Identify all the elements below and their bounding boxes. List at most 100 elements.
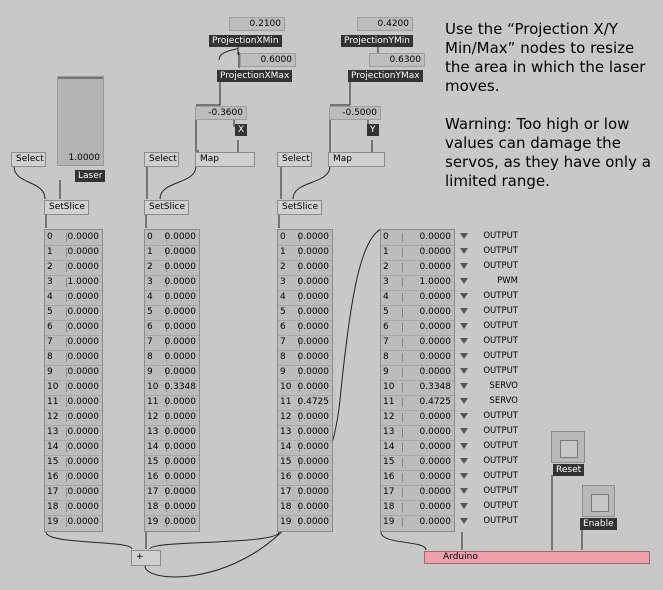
pin-mode-dropdown[interactable]: OUTPUT xyxy=(458,259,522,274)
arduino-node[interactable]: Arduino xyxy=(424,551,650,564)
dropdown-arrow-icon[interactable] xyxy=(460,413,468,419)
pin-mode-dropdown[interactable]: OUTPUT xyxy=(458,454,522,469)
dropdown-arrow-icon[interactable] xyxy=(460,518,468,524)
plus-node[interactable]: + xyxy=(131,550,161,566)
dropdown-arrow-icon[interactable] xyxy=(460,353,468,359)
pin-mode-dropdown[interactable]: OUTPUT xyxy=(458,244,522,259)
pin-mode-dropdown[interactable]: PWM xyxy=(458,274,522,289)
enable-toggle-box[interactable] xyxy=(591,494,609,512)
map-node-y[interactable]: Map xyxy=(328,152,385,167)
dropdown-arrow-icon[interactable] xyxy=(460,293,468,299)
dropdown-arrow-icon[interactable] xyxy=(460,488,468,494)
pin-mode-dropdown[interactable]: OUTPUT xyxy=(458,514,522,529)
enable-toggle[interactable] xyxy=(582,485,615,517)
dropdown-arrow-icon[interactable] xyxy=(460,458,468,464)
setslice-node-2[interactable]: SetSlice xyxy=(144,200,189,215)
dropdown-arrow-icon[interactable] xyxy=(460,233,468,239)
dropdown-arrow-icon[interactable] xyxy=(460,428,468,434)
dropdown-arrow-icon[interactable] xyxy=(460,338,468,344)
setslice-node-1[interactable]: SetSlice xyxy=(44,200,89,215)
setslice-node-3[interactable]: SetSlice xyxy=(277,200,322,215)
projection-xmax-value[interactable]: 0.6000 xyxy=(240,53,296,67)
projection-ymax-value[interactable]: 0.6300 xyxy=(369,53,425,67)
projection-xmin-value[interactable]: 0.2100 xyxy=(229,17,285,31)
select-node-3[interactable]: Select xyxy=(277,152,312,167)
pin-mode-dropdown[interactable]: OUTPUT xyxy=(458,469,522,484)
dropdown-arrow-icon[interactable] xyxy=(460,503,468,509)
pin-mode-dropdown[interactable]: OUTPUT xyxy=(458,319,522,334)
pin-mode-dropdown[interactable]: OUTPUT xyxy=(458,499,522,514)
dropdown-arrow-icon[interactable] xyxy=(460,473,468,479)
dropdown-arrow-icon[interactable] xyxy=(460,443,468,449)
select-node-1[interactable]: Select xyxy=(11,152,46,167)
pin-mode-dropdown[interactable]: OUTPUT xyxy=(458,424,522,439)
pin-mode-dropdown[interactable]: OUTPUT xyxy=(458,304,522,319)
dropdown-arrow-icon[interactable] xyxy=(460,263,468,269)
dropdown-arrow-icon[interactable] xyxy=(460,278,468,284)
dropdown-arrow-icon[interactable] xyxy=(460,248,468,254)
pin-mode-dropdown[interactable]: OUTPUT xyxy=(458,484,522,499)
pin-mode-dropdown[interactable]: OUTPUT xyxy=(458,289,522,304)
laser-slider[interactable]: 1.0000 xyxy=(57,76,104,166)
pin-mode-dropdown[interactable]: OUTPUT xyxy=(458,409,522,424)
pin-mode-dropdown[interactable]: SERVO xyxy=(458,394,522,409)
projection-y-value[interactable]: -0.5000 xyxy=(329,106,381,120)
